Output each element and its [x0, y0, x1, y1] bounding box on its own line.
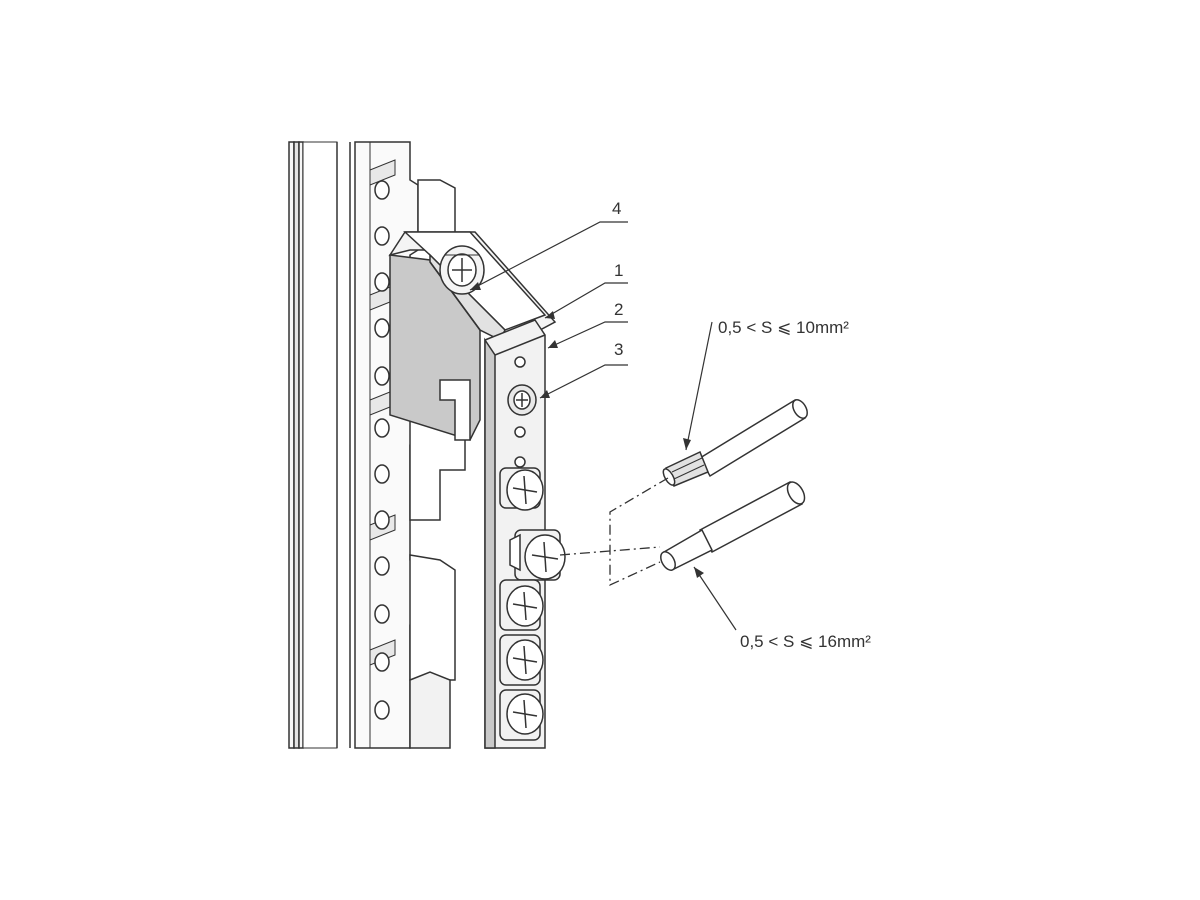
bracket-screw	[439, 245, 485, 295]
leader-arrowheads	[470, 282, 704, 578]
callout-label-1: 1	[614, 261, 623, 280]
upper-wire-spec: 0,5 < S ⩽ 10mm²	[718, 318, 849, 337]
lower-wire-spec: 0,5 < S ⩽ 16mm²	[740, 632, 871, 651]
upper-wire	[662, 398, 808, 487]
lower-wire	[660, 480, 806, 572]
terminal-screws	[499, 467, 566, 741]
frame-profile	[288, 141, 351, 749]
leader-lines	[469, 221, 737, 631]
bar-screw	[507, 384, 537, 416]
insertion-path	[559, 477, 669, 587]
callout-label-3: 3	[614, 340, 623, 359]
callout-label-4: 4	[612, 199, 621, 218]
mounting-bracket	[388, 231, 557, 441]
callout-label-2: 2	[614, 300, 623, 319]
